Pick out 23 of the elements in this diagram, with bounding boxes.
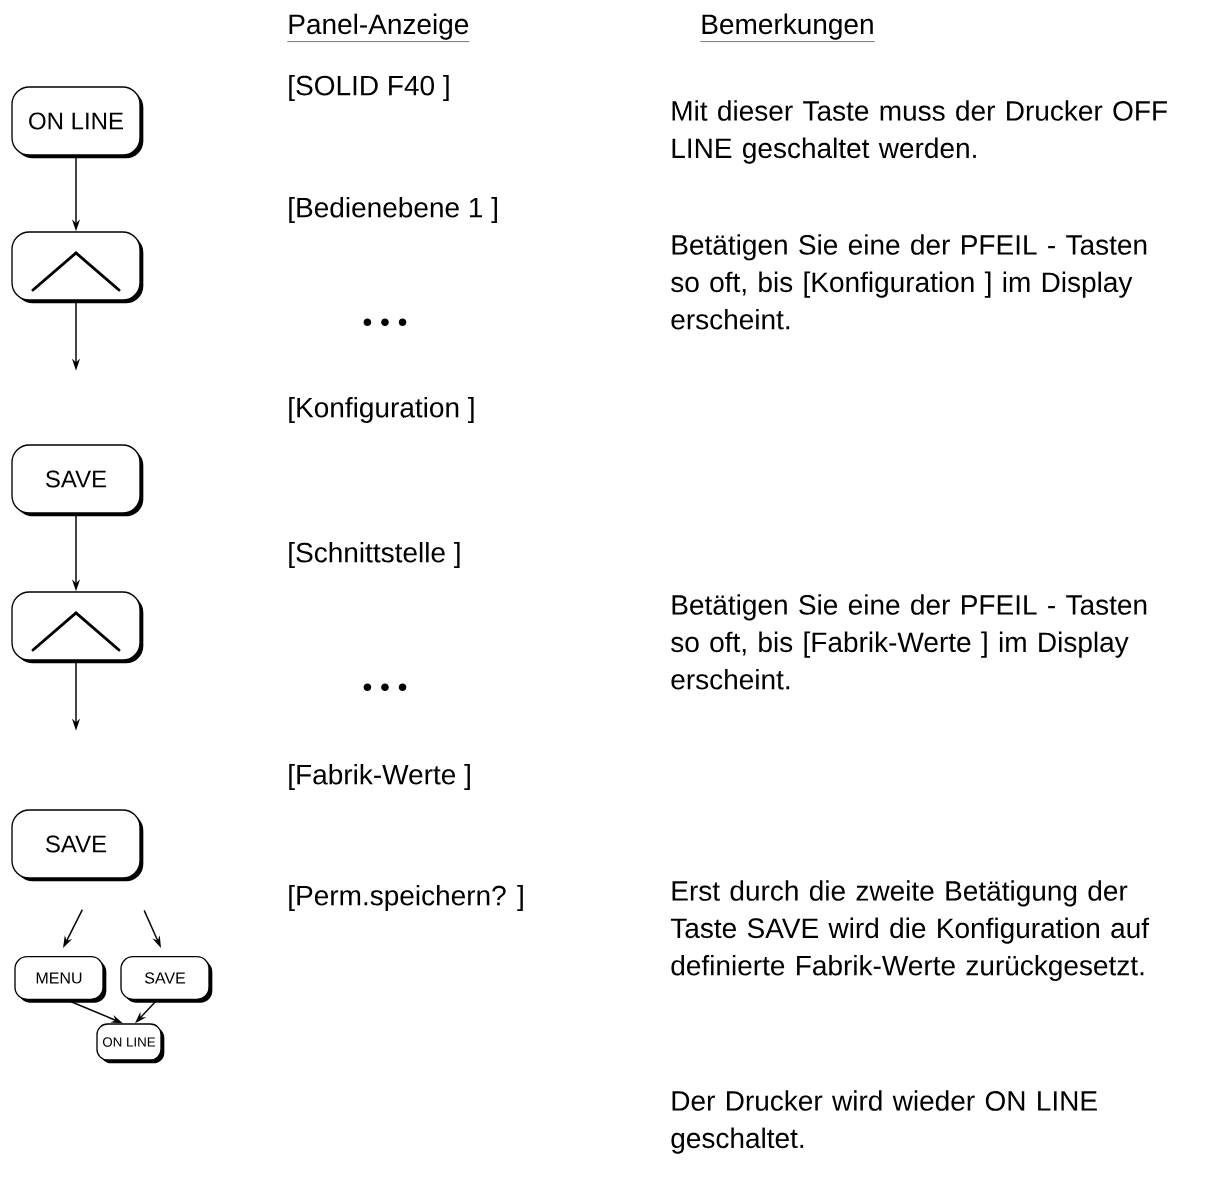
display-text: [Fabrik-Werte ]	[289, 763, 470, 791]
key-button: ON LINE	[11, 86, 144, 159]
display-text: [Schnittstelle ]	[289, 541, 460, 569]
key-button: MENU	[14, 956, 107, 1003]
arrow-key-button	[11, 231, 144, 304]
key-button: SAVE	[11, 444, 144, 517]
display-text: [SOLID F40 ]	[289, 74, 449, 102]
remark-text: Betätigen Sie eine der PFEIL - Tasten so oft, bis [Fabrik-Werte ] im Display erscheint.	[671, 594, 1147, 690]
remark-text: Mit dieser Taste muss der Drucker OFF LINE geschaltet werden.	[672, 100, 1167, 164]
key-button: ON LINE	[96, 1023, 165, 1064]
key-button: SAVE	[120, 956, 213, 1003]
column-heading: Panel-Anzeige	[287, 13, 470, 42]
arrow-key-button	[11, 591, 144, 664]
remark-text: Der Drucker wird wieder ON LINE geschaltet.	[671, 1090, 1097, 1154]
ellipsis-dots: • • •	[363, 683, 407, 692]
display-text: [Perm.speichern? ]	[289, 884, 523, 912]
display-text: [Bedienebene 1 ]	[289, 196, 497, 224]
ellipsis-dots: • • •	[363, 318, 407, 327]
remark-text: Betätigen Sie eine der PFEIL - Tasten so oft, bis [Konfiguration ] im Display erscheint.	[671, 234, 1147, 330]
key-button: SAVE	[11, 809, 144, 882]
display-text: [Konfiguration ]	[289, 396, 474, 424]
column-heading: Bemerkungen	[700, 13, 875, 42]
remark-text: Erst durch die zweite Betätigung der Taste SAVE wird die Konfiguration auf definierte Fabrik-Werte zurückgesetzt.	[670, 880, 1150, 982]
